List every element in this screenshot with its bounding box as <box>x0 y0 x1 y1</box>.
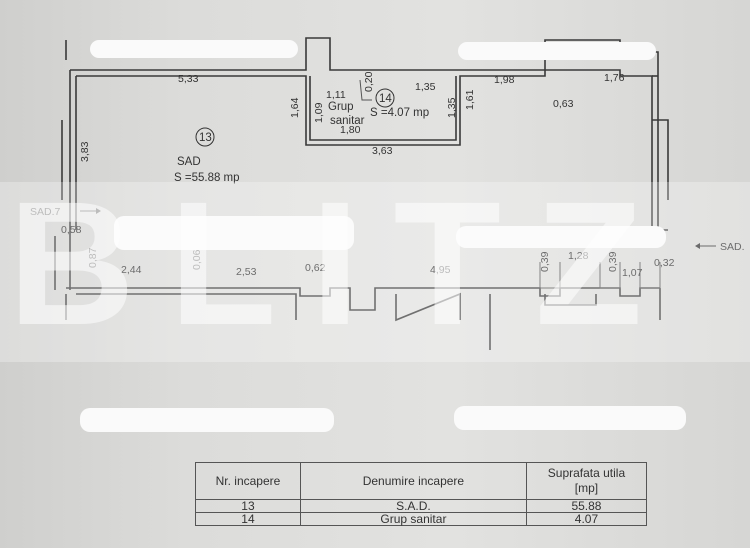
watermark-band <box>0 182 750 362</box>
dim-label: 1,35 <box>415 81 436 93</box>
dim-label: 0,39 <box>607 251 619 272</box>
dimension-labels: 5,33 1,64 1,11 0,20 1,09 1,35 1,35 1,80 … <box>61 71 675 279</box>
redaction-strip <box>456 226 666 248</box>
dim-label: 1,35 <box>446 97 458 118</box>
dim-label: 2,44 <box>121 264 142 276</box>
entrance-arrow-right <box>695 243 716 249</box>
dim-label: 3,63 <box>372 145 393 157</box>
dim-label: 0,58 <box>61 224 82 236</box>
redaction-strip <box>458 42 656 60</box>
room-14-marker <box>375 88 395 108</box>
table-header-row: Nr. incapere Denumire incapere Suprafata… <box>195 462 648 500</box>
dim-label: 0,39 <box>539 251 551 272</box>
cell-area: 4.07 <box>525 512 648 526</box>
watermark-logo: BLITZ <box>8 166 677 362</box>
dim-label: 1,98 <box>494 74 515 86</box>
dim-label: 0,20 <box>363 71 375 92</box>
redaction-strip <box>80 408 334 432</box>
cell-number: 13 <box>195 499 301 513</box>
dim-label: 1,07 <box>622 267 643 279</box>
room-14-number: 14 <box>379 93 392 105</box>
room-14-name-line2: sanitar <box>330 115 365 127</box>
room-14-name-line1: Grup <box>328 101 354 113</box>
table-row: 13 S.A.D. 55.88 <box>195 499 648 513</box>
dim-label: 1,64 <box>289 97 301 118</box>
dim-label: 0,63 <box>553 98 574 110</box>
cell-area: 55.88 <box>525 499 648 513</box>
cell-name: S.A.D. <box>299 499 527 513</box>
room-13-area: S =55.88 mp <box>174 172 240 184</box>
dim-label: 3,83 <box>79 141 91 162</box>
room-13-marker <box>195 127 215 147</box>
room-13-name: SAD <box>177 156 201 168</box>
dim-label: 1,80 <box>340 124 361 136</box>
dim-label: 1,11 <box>326 89 346 101</box>
entrance-arrow-left <box>80 208 101 214</box>
cell-number: 14 <box>195 512 301 526</box>
dim-label: 1,28 <box>568 250 589 262</box>
dim-label: 2,53 <box>236 266 257 278</box>
redaction-strip <box>114 216 354 250</box>
col-header-number: Nr. incapere <box>195 462 301 500</box>
dim-label: 1,09 <box>313 102 325 123</box>
dim-label: 0,62 <box>305 262 326 274</box>
entrance-label-right: SAD. <box>720 241 745 253</box>
dim-label: 4,95 <box>430 264 451 276</box>
room-14-area: S =4.07 mp <box>370 107 429 119</box>
col-header-area-line2: [mp] <box>574 481 599 495</box>
room-table: Nr. incapere Denumire incapere Suprafata… <box>195 462 648 526</box>
dim-label: 0,06 <box>191 249 203 270</box>
dim-label: 5,33 <box>178 73 199 85</box>
col-header-area: Suprafata utila [mp] <box>525 462 648 500</box>
room-13-number: 13 <box>199 132 212 144</box>
dim-label: 0,87 <box>87 247 99 268</box>
dim-label: 1,61 <box>464 89 476 110</box>
cell-name: Grup sanitar <box>299 512 527 526</box>
col-header-name: Denumire incapere <box>299 462 527 500</box>
dim-label: 0,32 <box>654 257 675 269</box>
col-header-area-line1: Suprafata utila <box>547 466 626 480</box>
dim-label: 1,76 <box>604 72 625 84</box>
entrance-label-left: SAD.7 <box>30 206 61 218</box>
redaction-strip <box>90 40 298 58</box>
redaction-strip <box>454 406 686 430</box>
walls <box>54 37 669 350</box>
table-row: 14 Grup sanitar 4.07 <box>195 512 648 526</box>
